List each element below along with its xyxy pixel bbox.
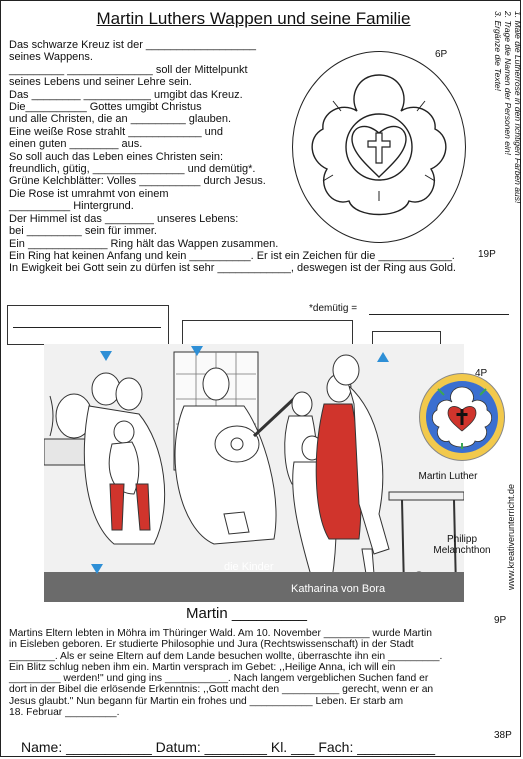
rose-drawing (311, 74, 447, 216)
arrow-pointer-icon (191, 346, 203, 356)
bio-title: Martin _________ (186, 605, 307, 622)
luther-family-scene: die Kinder Katharina von Bora (44, 344, 464, 602)
cloze-score: 19P (478, 249, 496, 260)
label-melanchthon: Philipp Melanchthon (433, 534, 491, 556)
bio-text: Martins Eltern lebten in Möhra im Thürin… (9, 628, 443, 719)
name-box-center[interactable] (182, 320, 353, 348)
scene-drawing (44, 344, 464, 602)
label-martin-luther: Martin Luther (418, 471, 478, 482)
arrow-pointer-icon (91, 564, 103, 574)
label-katharina: Katharina von Bora (291, 583, 386, 595)
name-box-left[interactable] (7, 305, 169, 345)
task-instructions: 1. Male die Lutherrose in den richtigen … (493, 11, 523, 204)
luther-rose-outline[interactable] (292, 51, 466, 243)
rose-score: 6P (435, 49, 448, 60)
demuetig-label: *demütig = (309, 303, 358, 314)
footer-fields[interactable]: Name: ___________ Datum: ________ Kl. __… (21, 739, 436, 755)
demuetig-answer-line (369, 314, 509, 315)
names-score: 4P (475, 368, 488, 379)
worksheet-title: Martin Luthers Wappen und seine Familie (96, 9, 411, 28)
arrow-pointer-icon (100, 351, 112, 361)
website-credit: www.kreativerunterricht.de (506, 483, 516, 590)
cloze-text: Das schwarze Kreuz ist der _____________… (9, 39, 456, 275)
total-score: 38P (494, 730, 512, 741)
colored-rose-drawing (426, 381, 498, 453)
label-children: die Kinder (224, 561, 274, 573)
bio-score: 9P (494, 615, 507, 626)
luther-rose-colored (419, 373, 505, 461)
arrow-pointer-icon (377, 352, 389, 362)
answer-line (13, 327, 161, 328)
